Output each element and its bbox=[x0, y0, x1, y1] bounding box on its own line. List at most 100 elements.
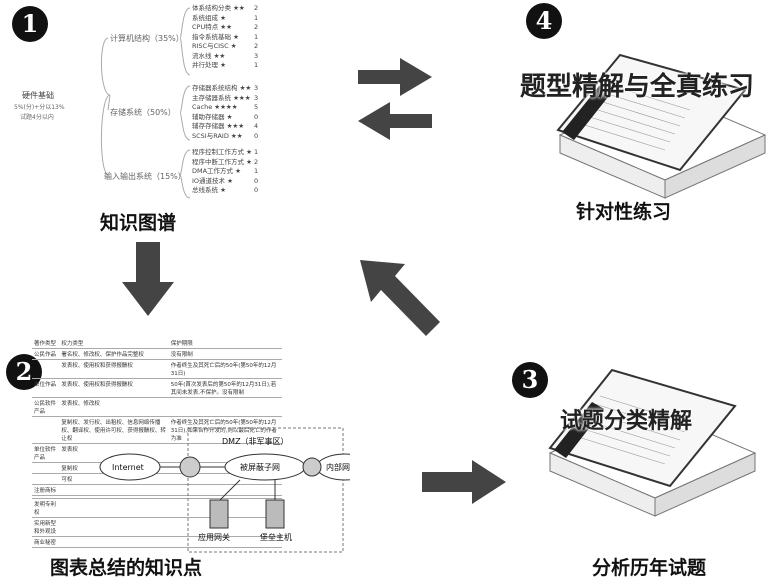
mindmap-leaf-count: 5 bbox=[254, 103, 259, 111]
table-cell: 商业秘密 bbox=[32, 536, 60, 548]
table-cell bbox=[168, 397, 282, 417]
table-cell: 实用新型和外观设 bbox=[32, 517, 60, 537]
mindmap-leaf-count: 0 bbox=[254, 186, 259, 194]
mindmap-leaf-count: 3 bbox=[254, 51, 259, 60]
mindmap-leaf-count: 2 bbox=[254, 157, 259, 166]
mindmap-brackets bbox=[100, 7, 191, 199]
table-cell bbox=[32, 495, 60, 499]
caption-targeted-practice: 针对性练习 bbox=[576, 201, 672, 223]
mindmap-leaf-count: 0 bbox=[254, 176, 259, 185]
mindmap-root-sub2: 试题4分以内 bbox=[20, 114, 54, 121]
book-3-title: 试题分类精解 bbox=[560, 409, 693, 434]
table-row: 公民软件产品发表权、修改权 bbox=[32, 397, 282, 417]
table-cell: 发明专利权 bbox=[32, 498, 60, 518]
step-badge-1: 1 bbox=[12, 6, 48, 42]
network-diagram: Internet DMZ（非军事区） 被屏蔽子网 内部网络 应用网关 堡垒主机 bbox=[99, 427, 350, 553]
mindmap-leaf-text: Cache ★★★★ bbox=[192, 103, 238, 111]
table-cell bbox=[59, 536, 169, 548]
mindmap-leaf-count: 4 bbox=[254, 122, 259, 130]
table-cell bbox=[168, 536, 282, 548]
table-cell bbox=[32, 473, 60, 485]
branch-label-io: 输入输出系统（15%） bbox=[104, 172, 186, 181]
table-cell: 作者终生及其死亡后的50年(第50年的12月31日) bbox=[168, 359, 282, 379]
mindmap-leaf: 并行处理 ★ 1 bbox=[192, 61, 258, 70]
table-row: 商业秘密 bbox=[32, 536, 282, 548]
table-cell bbox=[59, 484, 169, 496]
table-cell: 发表权、修改权 bbox=[59, 397, 169, 417]
table-row: 可权 bbox=[32, 473, 282, 485]
mindmap-leaf-text: SCSI与RAID ★★ bbox=[192, 131, 243, 140]
mindmap-leaf: 辅存存储器 ★★★4 bbox=[192, 122, 258, 131]
table-cell: 公民软件产品 bbox=[32, 397, 60, 417]
mindmap-leaf: SCSI与RAID ★★0 bbox=[192, 131, 258, 141]
net-dmz: DMZ（非军事区） bbox=[222, 436, 289, 446]
table-cell bbox=[59, 495, 169, 499]
arrow-left-icon bbox=[358, 102, 432, 140]
table-header-cell: 保护期限 bbox=[168, 338, 282, 349]
mindmap-leaf-text: DMA工作方式 ★ bbox=[192, 167, 241, 175]
branch-label-storage: 存储系统（50%） bbox=[110, 108, 176, 117]
mindmap-leaf: 主存储器系统 ★★★3 bbox=[192, 93, 258, 103]
branch-label-architecture: 计算机结构（35%） bbox=[110, 34, 184, 43]
mindmap-leaf: CPU特点 ★★2 bbox=[192, 23, 258, 32]
mindmap-leaf: 程序中断工作方式 ★2 bbox=[192, 158, 258, 167]
caption-analyze-past: 分析历年试题 bbox=[592, 557, 707, 579]
mindmap-leaf: 体系结构分类 ★★2 bbox=[192, 4, 258, 13]
mindmap-leaf-text: 指令系统基础 ★ bbox=[192, 32, 239, 41]
mindmap-leaf-text: 存储器系统结构 ★★ bbox=[192, 84, 252, 92]
mindmap-leaf-count: 2 bbox=[254, 4, 259, 12]
table-cell: 没有限制 bbox=[168, 348, 282, 360]
mindmap-leaf-count: 1 bbox=[254, 61, 259, 69]
mindmap-leaf-text: 总线系统 ★ bbox=[192, 186, 226, 194]
table-cell bbox=[32, 416, 60, 444]
router-icon bbox=[179, 456, 201, 478]
mindmap-leaf-text: 辅助存储器 ★ bbox=[192, 112, 233, 121]
arrow-right-icon bbox=[358, 58, 432, 96]
net-internet: Internet bbox=[112, 463, 144, 472]
table-cell bbox=[59, 517, 169, 537]
arrow-down-icon bbox=[122, 242, 174, 316]
table-header-cell: 权力类型 bbox=[59, 338, 169, 349]
mindmap-leaf: Cache ★★★★ 5 bbox=[192, 103, 258, 112]
mindmap-leaf: 存储器系统结构 ★★3 bbox=[192, 84, 258, 93]
mindmap-leaf-text: 主存储器系统 ★★★ bbox=[192, 93, 251, 102]
table-cell bbox=[32, 462, 60, 474]
mindmap-leaf-text: RISC与CISC ★ bbox=[192, 42, 237, 50]
arrow-right-icon bbox=[422, 460, 506, 504]
table-cell bbox=[59, 498, 169, 518]
mindmap-leaf-count: 1 bbox=[254, 32, 259, 41]
table-cell bbox=[32, 359, 60, 379]
mindmap-leaf: RISC与CISC ★2 bbox=[192, 42, 258, 51]
mindmap-leaf-count: 1 bbox=[254, 167, 259, 175]
table-row bbox=[32, 495, 282, 499]
mindmap-leaf-count: 3 bbox=[254, 84, 259, 92]
table-cell: 可权 bbox=[59, 473, 169, 485]
router-icon bbox=[302, 457, 322, 477]
server-icon bbox=[209, 499, 229, 529]
mindmap-leaf-count: 0 bbox=[254, 112, 259, 121]
knowledge-mindmap: 硬件基础 5%(分)+分以13% 试题4分以内 计算机结构（35%） 存储系统（… bbox=[0, 0, 300, 205]
mindmap-leaf: DMA工作方式 ★ 1 bbox=[192, 167, 258, 176]
mindmap-leaf-text: 流水线 ★★ bbox=[192, 51, 226, 60]
swap-arrows bbox=[358, 58, 432, 140]
mindmap-leaf-text: 并行处理 ★ bbox=[192, 61, 226, 69]
book-4-title: 题型精解与全真练习 bbox=[520, 72, 755, 102]
mindmap-leaf: 辅助存储器 ★ 0 bbox=[192, 112, 258, 122]
table-cell: 单位软件产品 bbox=[32, 443, 60, 463]
table-row: 发表权、使用权和获得报酬权作者终生及其死亡后的50年(第50年的12月31日) bbox=[32, 359, 282, 379]
table-cell: 发表权、使用权和获得报酬权 bbox=[59, 378, 169, 398]
mindmap-leaf: 流水线 ★★ 3 bbox=[192, 51, 258, 61]
table-cell: 注册商标 bbox=[32, 484, 60, 496]
caption-chart-summary: 图表总结的知识点 bbox=[50, 557, 203, 579]
net-inner: 内部网络 bbox=[326, 462, 350, 472]
mindmap-leaf: 系统组成 ★ 1 bbox=[192, 13, 258, 23]
mindmap-leaf: IO通道技术 ★0 bbox=[192, 177, 258, 186]
mindmap-leaf-text: 系统组成 ★ bbox=[192, 13, 226, 22]
mindmap-leaf-count: 3 bbox=[254, 93, 259, 102]
net-screened: 被屏蔽子网 bbox=[240, 462, 280, 472]
mindmap-leaf: 指令系统基础 ★ 1 bbox=[192, 32, 258, 42]
mindmap-leaf-text: 程序控制工作方式 ★ bbox=[192, 148, 252, 156]
mindmap-leaf-count: 1 bbox=[254, 13, 259, 22]
table-cell bbox=[168, 495, 282, 499]
